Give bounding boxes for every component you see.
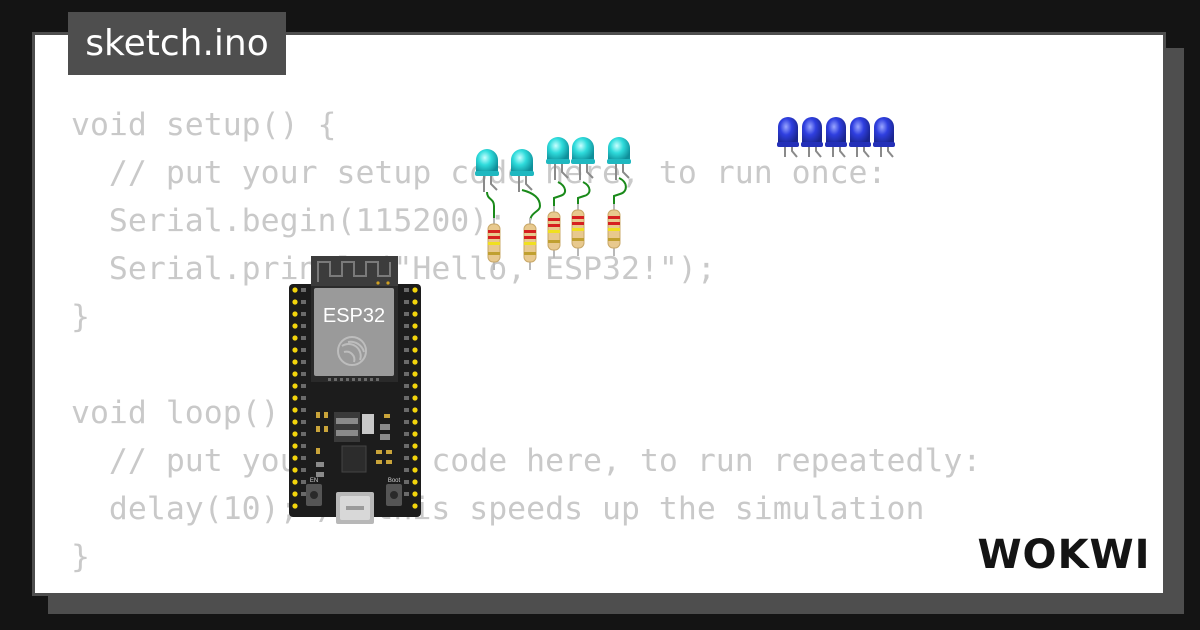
led-cyan[interactable] — [510, 149, 534, 192]
file-tab-label: sketch.ino — [85, 23, 269, 64]
code-line: } — [71, 539, 90, 575]
wokwi-logo-icon: WOKWI — [977, 532, 1150, 578]
resistor[interactable] — [523, 218, 537, 270]
board-label: ESP32 — [323, 305, 385, 327]
led-cyan[interactable] — [546, 137, 570, 180]
code-line: delay(10); // this speeds up the simulat… — [71, 491, 925, 527]
cyan-leds — [475, 137, 631, 192]
pin-header-left — [292, 287, 298, 509]
led-blue[interactable] — [849, 117, 871, 158]
led-blue[interactable] — [825, 117, 847, 158]
en-button[interactable]: EN — [306, 478, 322, 506]
usb-uart-chip — [341, 445, 367, 473]
boot-button-label: Boot — [388, 478, 401, 484]
regulator — [362, 414, 374, 434]
espressif-logo-icon — [337, 336, 367, 366]
code-line: void loop() { — [71, 395, 318, 431]
resistor[interactable] — [547, 206, 561, 258]
code-editor: void setup() { // put your setup code he… — [71, 101, 981, 581]
code-line: void setup() { — [71, 107, 337, 143]
code-line: // put your main code here, to run repea… — [71, 443, 982, 479]
resistor[interactable] — [487, 218, 501, 270]
led-blue[interactable] — [873, 117, 895, 158]
code-line — [71, 341, 981, 389]
wokwi-logo-text: WOKWI — [977, 532, 1150, 578]
module-shield — [314, 288, 394, 376]
wire — [486, 191, 495, 222]
code-line: } — [71, 299, 90, 335]
led-blue[interactable] — [801, 117, 823, 158]
led-cyan[interactable] — [475, 149, 499, 192]
pin-label-marks — [301, 288, 409, 496]
antenna-trace — [317, 261, 391, 282]
code-line: // put your setup code here, to run once… — [108, 155, 887, 191]
wire — [553, 181, 566, 212]
resistors — [487, 204, 621, 270]
code-line: Serial.begin(115200); — [71, 203, 508, 239]
wire — [521, 189, 542, 223]
chip — [334, 412, 360, 442]
code-card: void setup() { // put your setup code he… — [32, 32, 1166, 596]
micro-usb-port[interactable] — [336, 492, 374, 524]
esp32-board[interactable]: ESP32 — [289, 256, 421, 524]
boot-button[interactable]: Boot — [386, 478, 402, 506]
file-tab[interactable]: sketch.ino — [68, 12, 286, 75]
en-button-label: EN — [310, 478, 318, 484]
resistor[interactable] — [571, 204, 585, 256]
blue-leds — [777, 117, 895, 158]
led-cyan[interactable] — [607, 137, 631, 180]
pin-header-right — [412, 287, 418, 509]
led-blue[interactable] — [777, 117, 799, 158]
wires — [486, 177, 627, 223]
wire — [613, 177, 627, 210]
wire — [577, 181, 591, 210]
resistor[interactable] — [607, 204, 621, 256]
module-pads — [328, 378, 379, 381]
led-cyan[interactable] — [571, 137, 595, 180]
